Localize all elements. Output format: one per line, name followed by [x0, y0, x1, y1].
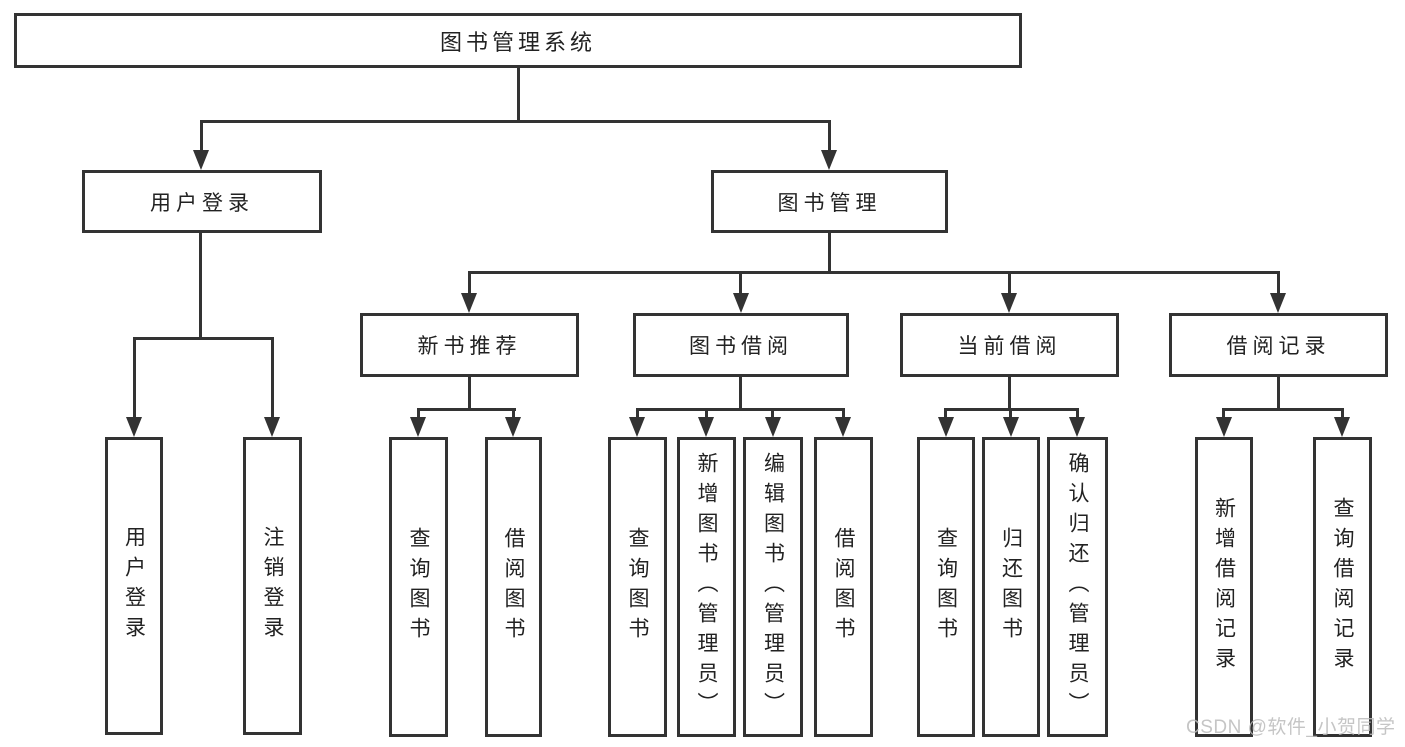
connector-line [468, 271, 471, 295]
connector-line [200, 120, 831, 123]
arrow-down-icon [1069, 417, 1085, 437]
node-book-management: 图书管理 [711, 170, 948, 233]
arrow-down-icon [1003, 417, 1019, 437]
csdn-watermark: CSDN @软件_小贺同学 [1186, 717, 1396, 738]
arrow-down-icon [765, 417, 781, 437]
arrow-down-icon [938, 417, 954, 437]
connector-line [417, 408, 516, 411]
leaf-edit-books-admin: 编辑图书（管理员） [743, 437, 803, 737]
connector-line [199, 233, 202, 339]
connector-line [944, 408, 947, 419]
connector-line [636, 408, 639, 419]
arrow-down-icon [126, 417, 142, 437]
connector-line [517, 66, 520, 123]
leaf-borrow-books-recommend: 借阅图书 [485, 437, 542, 737]
leaf-query-books-current: 查询图书 [917, 437, 975, 737]
connector-line [771, 408, 774, 419]
connector-line [512, 408, 515, 419]
connector-line [1009, 408, 1012, 419]
leaf-borrow-books: 借阅图书 [814, 437, 873, 737]
connector-line [1008, 271, 1011, 295]
arrow-down-icon [1270, 293, 1286, 313]
arrow-down-icon [1334, 417, 1350, 437]
node-borrow-records: 借阅记录 [1169, 313, 1388, 377]
leaf-return-books: 归还图书 [982, 437, 1040, 737]
connector-line [133, 337, 136, 419]
arrow-down-icon [1216, 417, 1232, 437]
arrow-down-icon [193, 150, 209, 170]
arrow-down-icon [1001, 293, 1017, 313]
arrow-down-icon [629, 417, 645, 437]
arrow-down-icon [835, 417, 851, 437]
connector-line [417, 408, 420, 419]
connector-line [739, 377, 742, 411]
connector-line [1222, 408, 1344, 411]
arrow-down-icon [821, 150, 837, 170]
connector-line [1222, 408, 1225, 419]
arrow-down-icon [461, 293, 477, 313]
leaf-query-borrow-record: 查询借阅记录 [1313, 437, 1372, 737]
leaf-query-books-recommend: 查询图书 [389, 437, 448, 737]
connector-line [1277, 377, 1280, 411]
arrow-down-icon [410, 417, 426, 437]
connector-line [842, 408, 845, 419]
connector-line [468, 377, 471, 411]
connector-line [739, 271, 742, 295]
arrow-down-icon [733, 293, 749, 313]
node-library-management-system: 图书管理系统 [14, 13, 1022, 68]
arrow-down-icon [264, 417, 280, 437]
connector-line [1341, 408, 1344, 419]
connector-line [133, 337, 274, 340]
node-new-book-recommend: 新书推荐 [360, 313, 579, 377]
node-book-borrow: 图书借阅 [633, 313, 849, 377]
leaf-user-login: 用户登录 [105, 437, 163, 735]
connector-line [828, 120, 831, 152]
node-user-login: 用户登录 [82, 170, 322, 233]
connector-line [200, 120, 203, 152]
leaf-confirm-return-admin: 确认归还（管理员） [1047, 437, 1108, 737]
connector-line [1008, 377, 1011, 411]
connector-line [705, 408, 708, 419]
leaf-logout: 注销登录 [243, 437, 302, 735]
arrow-down-icon [505, 417, 521, 437]
connector-line [636, 408, 845, 411]
connector-line [828, 233, 831, 273]
leaf-add-borrow-record: 新增借阅记录 [1195, 437, 1253, 737]
connector-line [468, 271, 1280, 274]
arrow-down-icon [698, 417, 714, 437]
leaf-query-books-borrow: 查询图书 [608, 437, 667, 737]
connector-line [1277, 271, 1280, 295]
node-current-borrow: 当前借阅 [900, 313, 1119, 377]
leaf-add-books-admin: 新增图书（管理员） [677, 437, 736, 737]
connector-line [271, 337, 274, 419]
connector-line [1076, 408, 1079, 419]
